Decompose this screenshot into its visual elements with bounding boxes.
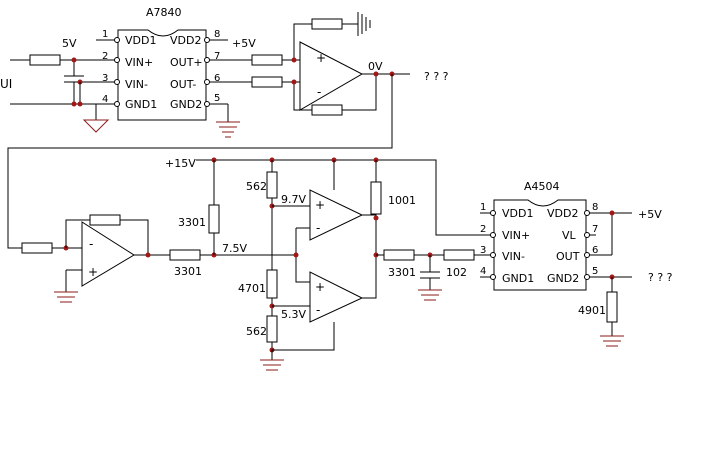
r-upper-label: 3301 (178, 216, 206, 229)
r-bot-label: 562 (246, 325, 267, 338)
r-top-label: 562 (246, 180, 267, 193)
inverting-amplifier: - + (21, 214, 170, 303)
supply-15v-label: +15V (165, 157, 196, 170)
chip1-pin7-label: OUT+ (170, 56, 203, 69)
chip2-pin6-num: 6 (592, 245, 598, 256)
chip1-pin2-label: VIN+ (125, 56, 153, 69)
chip1-pin5-num: 5 (214, 93, 220, 104)
comp1-plus: + (315, 198, 325, 212)
opamp1-in-minus-resistor (251, 76, 283, 88)
r-series-label: 3301 (174, 265, 202, 278)
upper-resistor-3301 (208, 204, 220, 234)
filter-resistor-3301 (383, 249, 415, 261)
chip1-pin6-num: 6 (214, 73, 220, 84)
inv-input-resistor (21, 242, 53, 254)
chip2-pin2-num: 2 (480, 224, 486, 235)
chip1-pin7-num: 7 (214, 51, 220, 62)
isolation-amplifier-a7840: A7840 1 VDD1 2 VIN+ 3 VIN- 4 GND1 8 VDD2… (62, 6, 256, 121)
opamp-2-triangle (81, 221, 135, 287)
chip1-pin3-num: 3 (102, 73, 108, 84)
unknown-output-2: ? ? ? (648, 271, 673, 284)
pullup-resistor-1001 (370, 181, 382, 215)
comp2-minus: - (316, 303, 320, 317)
chip1-pin4-label: GND1 (125, 98, 157, 111)
input-resistor (29, 54, 61, 66)
chip2-pin6-label: OUT (556, 250, 580, 263)
r-mid-label: 4701 (238, 282, 266, 295)
opamp-1-triangle (299, 41, 364, 111)
chip1-supply-left: 5V (62, 37, 77, 50)
chip1-name: A7840 (146, 6, 182, 19)
input-network: UI (0, 54, 110, 133)
chip2-pin3-label: VIN- (502, 250, 525, 263)
chip1-pin1-num: 1 (102, 29, 108, 40)
chip1-pin6-label: OUT- (170, 78, 196, 91)
series-resistor-3301 (169, 249, 201, 261)
load-resistor-4901 (606, 291, 618, 323)
chip1-pin5-label: GND2 (170, 98, 202, 111)
optocoupler-a4504: A4504 1 VDD1 2 VIN+ 3 VIN- 4 GND1 8 VDD2… (480, 180, 673, 347)
opamp1-minus: - (317, 85, 321, 99)
divider-resistor-562-bot (266, 315, 278, 343)
chip2-pin1-num: 1 (480, 202, 486, 213)
chip2-pin4-label: GND1 (502, 272, 534, 285)
chip2-name: A4504 (524, 180, 560, 193)
r-load-label: 4901 (578, 304, 606, 317)
inv-feedback-resistor (89, 214, 121, 226)
window-comparator: +15V 3301 3301 7.5V 562 9.7V 4701 5.3V 5… (165, 157, 480, 371)
comparator-upper (309, 189, 364, 241)
comp2-plus: + (315, 280, 325, 294)
input-label-ui: UI (0, 77, 12, 91)
opamp1-output-voltage: 0V (368, 60, 383, 73)
comparator-lower (309, 271, 364, 323)
r-out2-label: 102 (446, 266, 467, 279)
opamp2-minus: - (89, 237, 93, 251)
chip1-pin3-label: VIN- (125, 78, 148, 91)
voltage-9v7: 9.7V (281, 193, 306, 206)
opamp1-feedback-resistor (311, 104, 343, 116)
chip1-pin1-label: VDD1 (125, 34, 156, 47)
opamp2-plus: + (88, 265, 98, 279)
voltage-7v5: 7.5V (222, 242, 247, 255)
opamp1-in-plus-resistor (251, 54, 283, 66)
unknown-output-1: ? ? ? (424, 70, 449, 83)
chip2-pin1-label: VDD1 (502, 207, 533, 220)
chip1-supply-right: +5V (232, 37, 256, 50)
opamp1-ref-resistor (311, 18, 343, 30)
r-right-label: 1001 (388, 194, 416, 207)
voltage-5v3: 5.3V (281, 308, 306, 321)
diff-amplifier-1: + - 0V ? ? ? (7, 12, 449, 249)
divider-resistor-4701 (266, 269, 278, 299)
chip2-pin8-num: 8 (592, 202, 598, 213)
comp1-minus: - (316, 221, 320, 235)
output-filter: 3301 102 (376, 249, 490, 301)
chip2-supply: +5V (638, 208, 662, 221)
chip2-pin5-label: GND2 (547, 272, 579, 285)
chip2-pin8-label: VDD2 (547, 207, 578, 220)
chip2-pin2-label: VIN+ (502, 229, 530, 242)
chip1-pin8-num: 8 (214, 29, 220, 40)
opamp1-plus: + (316, 51, 326, 65)
chip2-pin4-num: 4 (480, 266, 486, 277)
chip1-pin8-label: VDD2 (170, 34, 201, 47)
chip1-pin4-num: 4 (102, 94, 108, 105)
filter-resistor-102 (443, 249, 475, 261)
chip2-pin3-num: 3 (480, 245, 486, 256)
divider-resistor-562-top (266, 171, 278, 199)
r-out-label: 3301 (388, 266, 416, 279)
chip2-pin5-num: 5 (592, 266, 598, 277)
chip2-pin7-label: VL (562, 229, 577, 242)
chip1-gnd2-ground (216, 104, 240, 138)
chip1-pin2-num: 2 (102, 51, 108, 62)
chip2-pin7-num: 7 (592, 224, 598, 235)
